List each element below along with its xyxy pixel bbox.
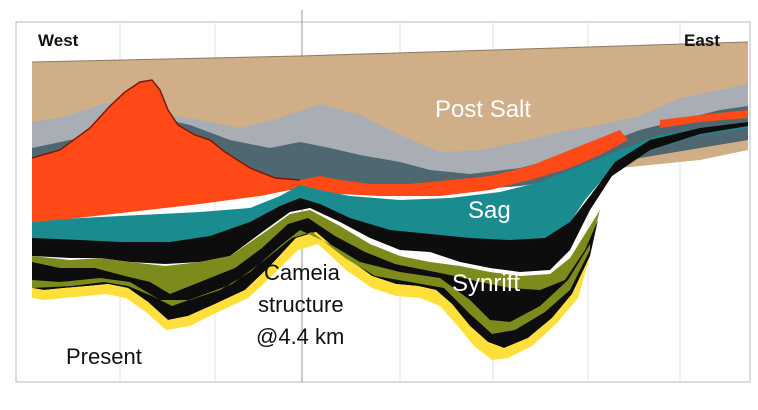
label-synrift: Synrift <box>452 270 521 297</box>
salt-outline <box>31 79 301 181</box>
layer-salt-right <box>660 110 748 128</box>
label-structure-line2: structure <box>258 292 344 317</box>
topography-line <box>31 41 749 63</box>
layer-black-deep <box>32 218 598 348</box>
label-east: East <box>684 31 720 50</box>
layer-grey <box>32 84 748 215</box>
well-header-label <box>268 9 269 15</box>
layer-sag <box>32 122 748 246</box>
layer-slate <box>32 106 748 222</box>
layer-yellow-base <box>32 232 590 360</box>
label-present: Present <box>66 344 142 369</box>
label-structure-line3: @4.4 km <box>256 324 345 349</box>
layer-salt <box>32 80 628 222</box>
label-west: West <box>38 31 79 50</box>
y-tick <box>10 68 11 74</box>
layer-black-upper <box>32 122 748 272</box>
label-sag: Sag <box>468 197 511 224</box>
label-structure-line1: Cameia <box>264 260 340 285</box>
label-post-salt: Post Salt <box>435 96 532 123</box>
